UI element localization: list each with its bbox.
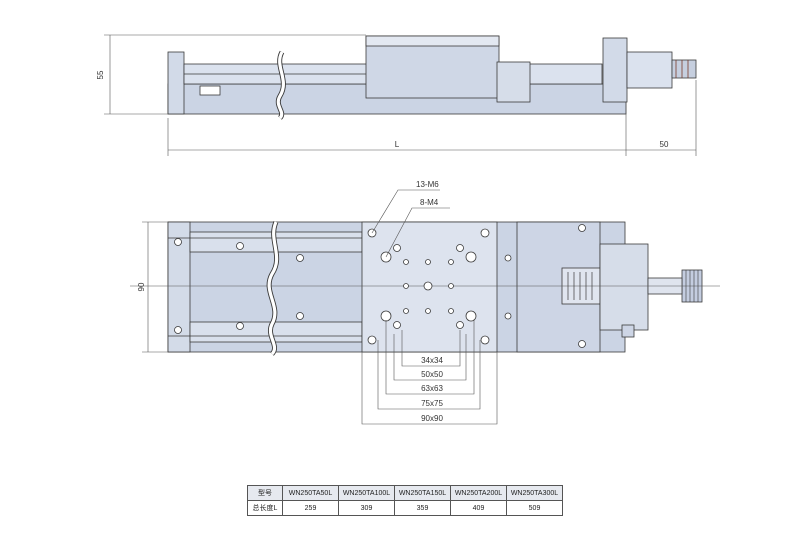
- pattern-label-50: 50x50: [421, 370, 443, 379]
- pattern-label-90: 90x90: [421, 414, 443, 423]
- m6-hole: [423, 281, 433, 291]
- spec-model-cell: WN250TA150L: [394, 485, 451, 501]
- dim-length-L: L: [395, 140, 400, 149]
- m4-hole: [448, 283, 454, 289]
- m6-hole: [465, 310, 477, 322]
- m6-hole: [480, 335, 490, 345]
- m6-hole: [465, 251, 477, 263]
- top-connector: [621, 324, 635, 338]
- spec-model-cell: WN250TA200L: [450, 485, 507, 501]
- spec-length-cell: 509: [506, 500, 563, 516]
- carriage-holes: [367, 228, 490, 345]
- m6-hole: [380, 310, 392, 322]
- side-dimensions: [104, 34, 697, 156]
- width-dimension: [142, 221, 168, 353]
- m6-hole: [456, 321, 464, 329]
- top-knob-ridges: [685, 270, 699, 302]
- m6-hole: [367, 335, 377, 345]
- spec-row-lengths: 总长度L 259 309 359 409 509: [247, 500, 563, 516]
- base-screws: [174, 224, 586, 348]
- pattern-label-75: 75x75: [421, 399, 443, 408]
- side-view: [167, 35, 697, 115]
- m6-hole: [480, 228, 490, 238]
- pattern-dimensions: [361, 320, 498, 425]
- dim-width-90: 90: [137, 282, 146, 291]
- m6-hole: [393, 321, 401, 329]
- spec-header-model: 型号: [247, 485, 283, 501]
- spec-table: 型号 WN250TA50L WN250TA100L WN250TA150L WN…: [247, 485, 563, 516]
- spec-length-cell: 259: [282, 500, 339, 516]
- spec-model-cell: WN250TA300L: [506, 485, 563, 501]
- side-knob: [671, 59, 697, 79]
- m6-hole: [456, 244, 464, 252]
- m4-hole: [403, 283, 409, 289]
- pattern-label-63: 63x63: [421, 384, 443, 393]
- side-motor-flange: [602, 37, 628, 103]
- spec-length-cell: 359: [394, 500, 451, 516]
- spec-model-cell: WN250TA50L: [282, 485, 339, 501]
- top-motor-body: [599, 243, 649, 331]
- callout-leaders: [371, 189, 450, 258]
- coupler-detail: [567, 272, 593, 300]
- m4-hole: [448, 259, 454, 265]
- m4-hole: [425, 259, 431, 265]
- m4-hole: [403, 259, 409, 265]
- top-left-endplate: [167, 221, 191, 353]
- top-view: [130, 221, 720, 353]
- dim-motor-50: 50: [660, 140, 669, 149]
- m4-hole: [403, 308, 409, 314]
- spec-header-length: 总长度L: [247, 500, 283, 516]
- m4-hole: [425, 308, 431, 314]
- spec-row-models: 型号 WN250TA50L WN250TA100L WN250TA150L WN…: [247, 485, 563, 501]
- callout-m6: 13-M6: [416, 180, 439, 189]
- side-switch: [199, 85, 221, 96]
- top-rail-lower: [189, 321, 363, 343]
- spec-length-cell: 309: [338, 500, 395, 516]
- callout-m4: 8-M4: [420, 198, 439, 207]
- m6-hole: [393, 244, 401, 252]
- side-motor-body: [626, 51, 673, 89]
- pattern-label-34: 34x34: [421, 356, 443, 365]
- dim-height-55: 55: [96, 70, 105, 79]
- m4-hole: [448, 308, 454, 314]
- side-knob-detail: [675, 60, 689, 78]
- side-carriage-top: [365, 35, 500, 47]
- side-right-block: [496, 61, 531, 103]
- spec-model-cell: WN250TA100L: [338, 485, 395, 501]
- side-left-endplate: [167, 51, 185, 115]
- spec-length-cell: 409: [450, 500, 507, 516]
